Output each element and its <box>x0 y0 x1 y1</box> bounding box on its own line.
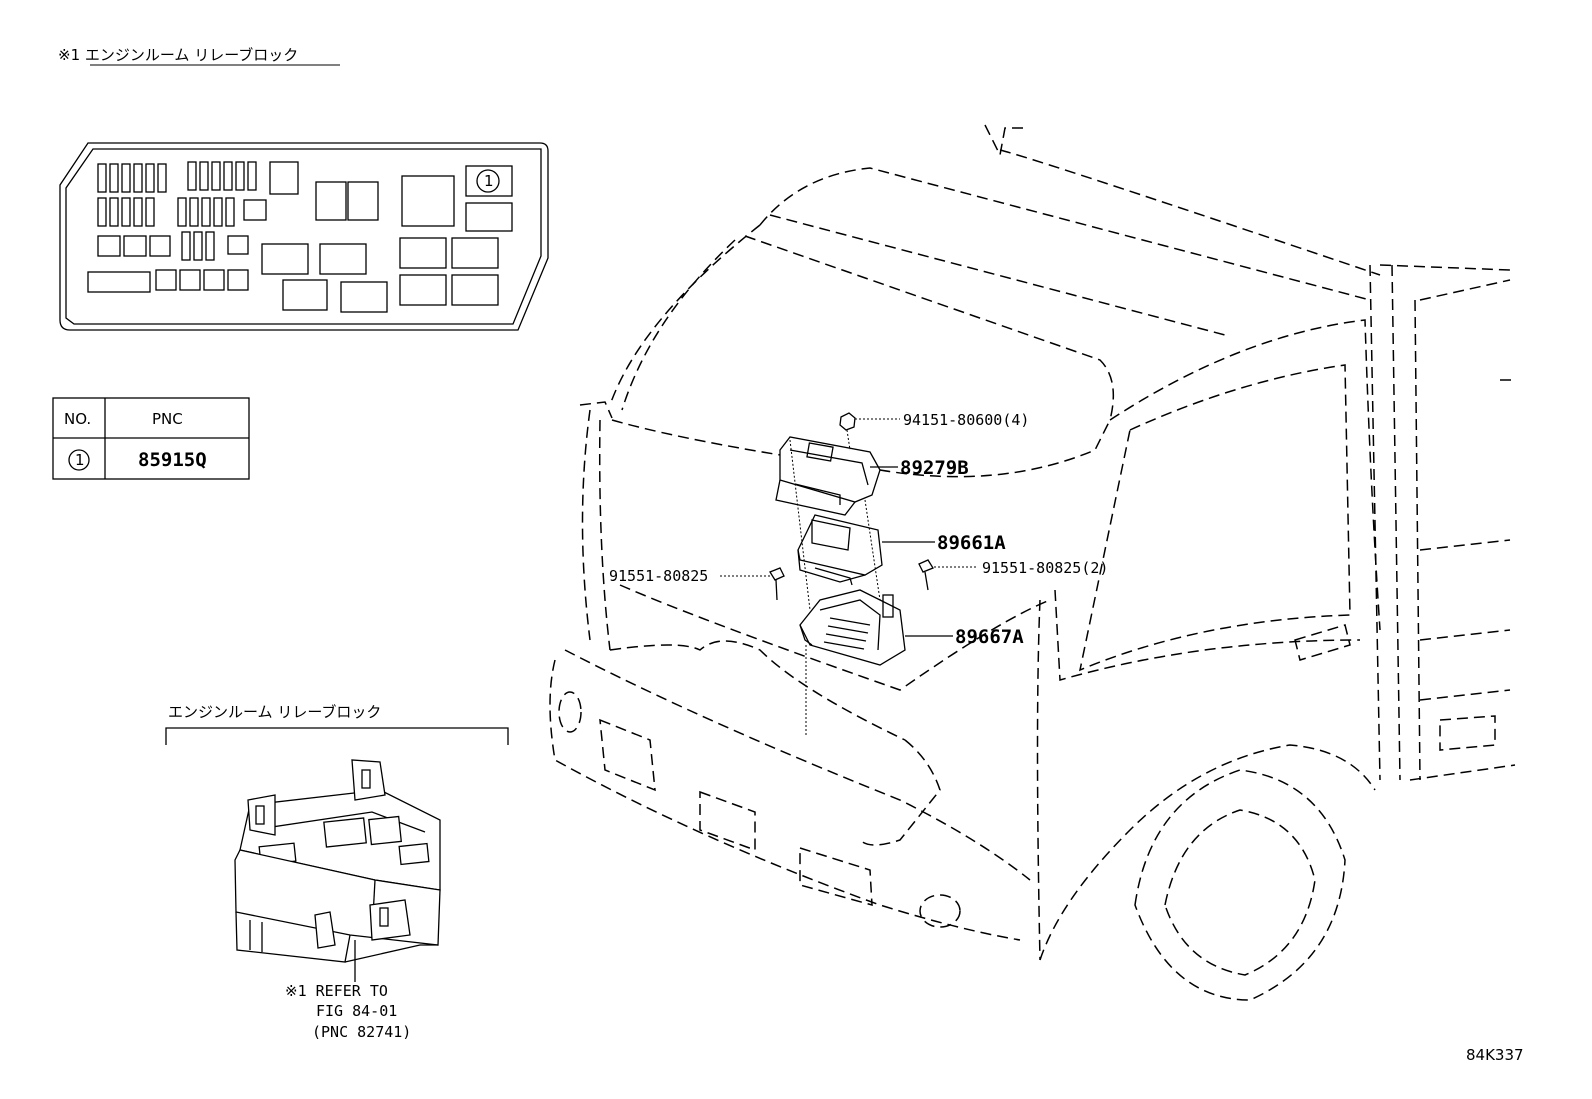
relay-section-title: エンジンルーム リレーブロック <box>168 703 381 721</box>
relay-section-bracket <box>165 727 509 745</box>
label-nut: 94151-80600(4) <box>903 411 1029 429</box>
relay-block-3d <box>234 759 441 963</box>
label-ecu: 89661A <box>937 532 1006 554</box>
label-bolt-left: 91551-80825 <box>609 567 708 585</box>
refer-note-line3: (PNC 82741) <box>312 1023 411 1041</box>
truck-outline <box>549 124 1516 1001</box>
relay-position-marker: 1 <box>484 172 494 190</box>
ecu-assembly <box>769 412 934 735</box>
relay-block-map: 1 <box>59 142 549 331</box>
refer-note-line2: FIG 84-01 <box>316 1002 397 1020</box>
figure-code: 84K337 <box>1466 1046 1524 1064</box>
note-title: ※1 エンジンルーム リレーブロック <box>58 46 298 64</box>
table-row-no: 1 <box>75 451 85 469</box>
table-header-no: NO. <box>64 410 91 428</box>
table-header-pnc: PNC <box>152 410 183 428</box>
refer-note-line1: ※1 REFER TO <box>285 982 388 1000</box>
table-row-pnc: 85915Q <box>138 449 207 471</box>
label-bolt-right: 91551-80825(2) <box>982 559 1108 577</box>
pnc-table: NO. PNC 1 85915Q <box>52 397 250 480</box>
label-cover: 89279B <box>900 457 969 479</box>
label-bracket: 89667A <box>955 626 1024 648</box>
part-labels: 94151-80600(4) 89279B 89661A 91551-80825… <box>609 411 1108 648</box>
